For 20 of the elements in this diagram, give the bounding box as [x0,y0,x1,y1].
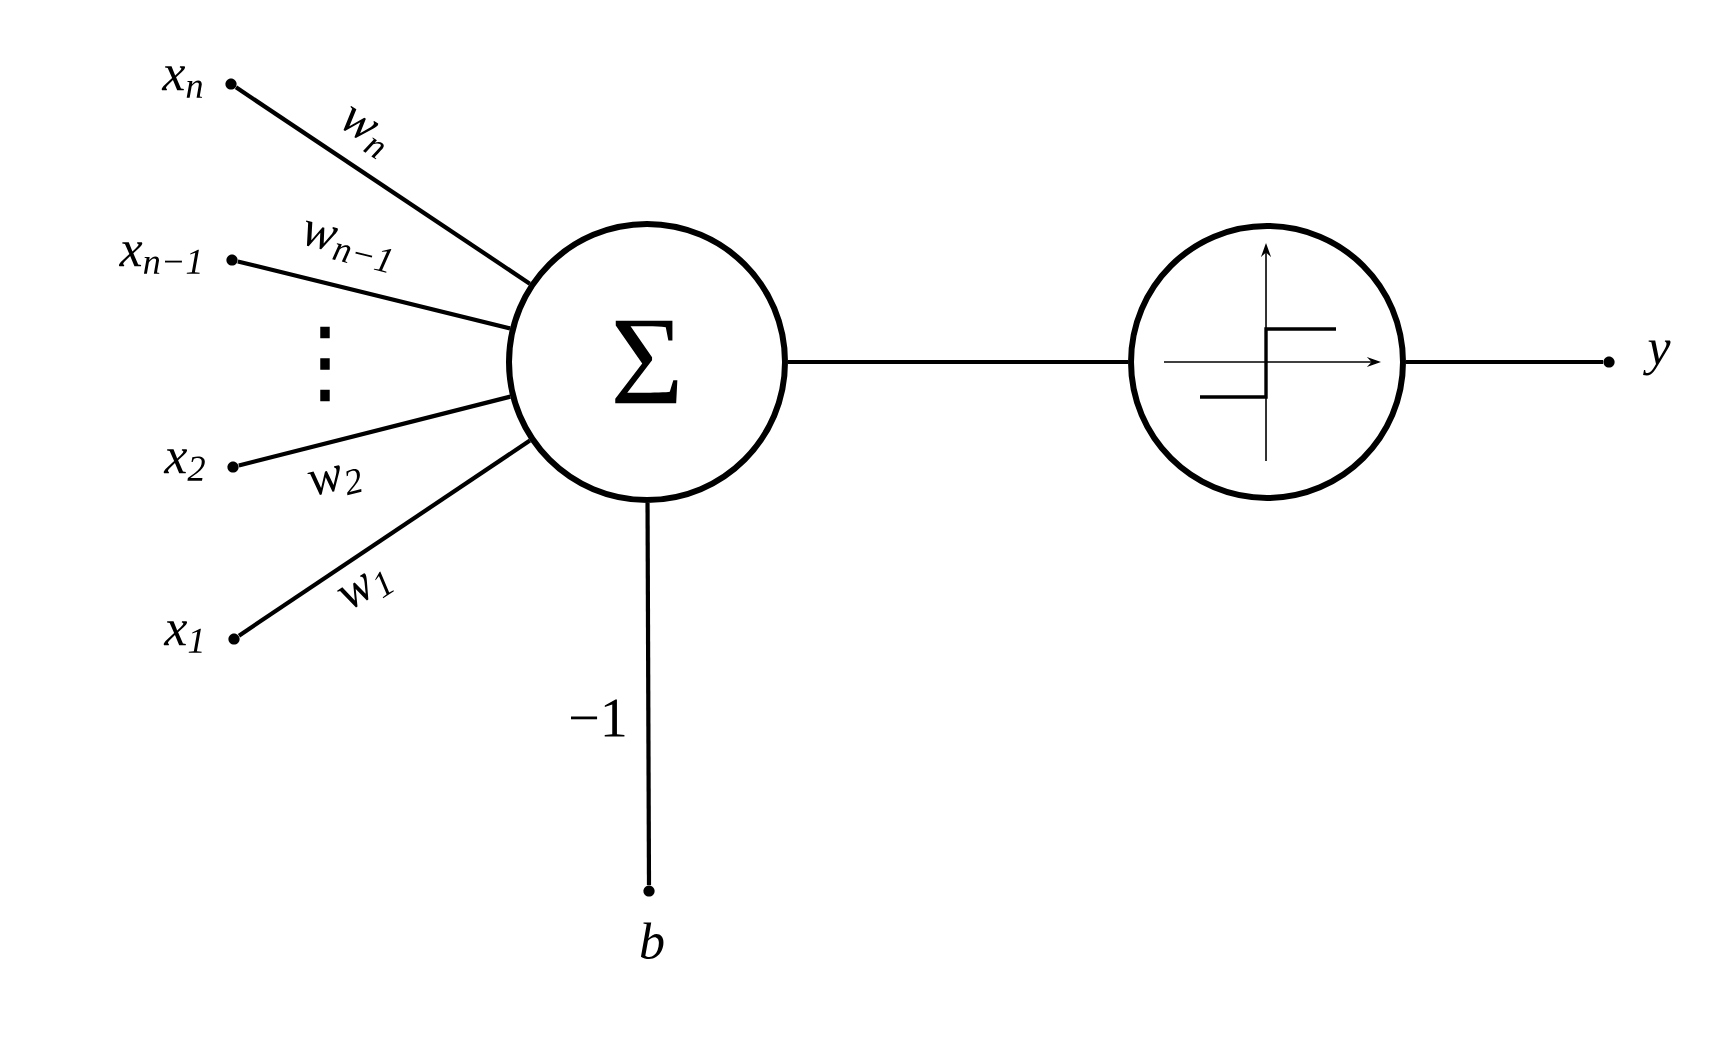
vertical-ellipsis: ⋮ [320,326,330,402]
edge-label: w$_{n}$ [343,105,384,160]
connection-line [1406,359,1603,365]
input-label: x$_{n}$ [161,66,203,98]
input-label: x$_{1}$ [163,621,202,653]
edge-label: −1 [571,699,625,737]
connection-line [234,85,531,286]
connection-line [237,438,532,638]
edge-label: w$_{n−1}$ [305,220,392,273]
connection-line [645,503,652,885]
connection-line [237,259,511,331]
bias-label: b [640,922,664,959]
connection-line [238,394,511,468]
output-label: y [1643,340,1671,376]
edge-label: w$_{2}$ [307,465,362,496]
activation-circle [1128,223,1406,501]
input-label: x$_{2}$ [163,449,205,481]
edge-label: w$_{1}$ [337,571,394,608]
input-label: x$_{n−1}$ [118,242,200,274]
connection-line [788,359,1128,365]
